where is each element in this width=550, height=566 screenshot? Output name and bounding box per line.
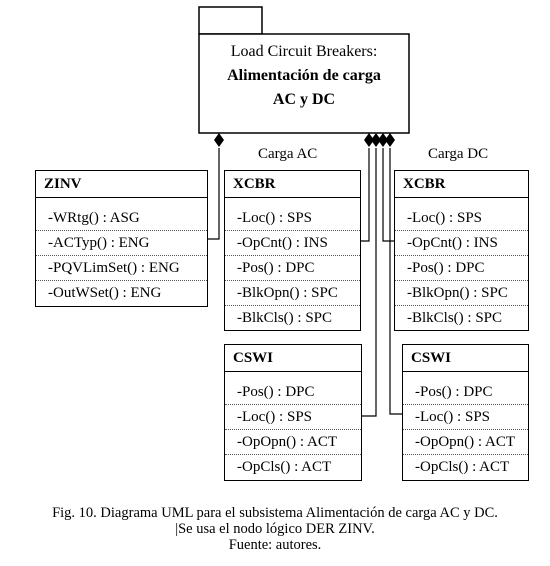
class-xcbr-dc-attr: -BlkCls() : SPC [407, 310, 503, 326]
class-cswi-ac-attr: -OpCls() : ACT [237, 459, 332, 475]
class-xcbr-dc-attr: -BlkOpn() : SPC [395, 281, 528, 306]
package-tab [198, 6, 263, 35]
class-xcbr-ac-attr: -BlkCls() : SPC [237, 310, 333, 326]
class-cswi-dc-attr: -OpCls() : ACT [415, 459, 510, 475]
cswi-ac-diamond [371, 133, 381, 147]
label-carga-ac: Carga AC [258, 146, 318, 162]
class-xcbr-ac-name: XCBR [225, 171, 360, 198]
class-xcbr-ac-attr: -Pos() : DPC [225, 256, 360, 281]
class-xcbr-dc: XCBR -Loc() : SPS -OpCnt() : INS -Pos() … [394, 170, 529, 331]
class-cswi-dc: CSWI -Pos() : DPC -Loc() : SPS -OpOpn() … [402, 344, 529, 481]
figure-caption: Fig. 10. Diagrama UML para el subsistema… [0, 505, 550, 553]
class-cswi-dc-attr: -Pos() : DPC [403, 380, 528, 405]
package-title-line2: Alimentación de carga [227, 67, 381, 84]
package-title-line3: AC y DC [272, 91, 336, 108]
package-title: Load Circuit Breakers: Alimentación de c… [199, 40, 409, 112]
xcbr-dc-diamond [378, 133, 388, 147]
class-xcbr-ac: XCBR -Loc() : SPS -OpCnt() : INS -Pos() … [224, 170, 361, 331]
class-xcbr-ac-attr: -OpCnt() : INS [225, 231, 360, 256]
class-cswi-ac: CSWI -Pos() : DPC -Loc() : SPS -OpOpn() … [224, 344, 362, 481]
class-zinv-attr: -PQVLimSet() : ENG [36, 256, 207, 281]
class-zinv-attr: -WRtg() : ASG [36, 206, 207, 231]
class-xcbr-ac-attr: -BlkOpn() : SPC [225, 281, 360, 306]
class-zinv-attr: -ACTyp() : ENG [36, 231, 207, 256]
class-zinv-attr: -OutWSet() : ENG [48, 285, 162, 301]
class-cswi-dc-attr: -OpOpn() : ACT [403, 430, 528, 455]
cswi-dc-diamond [385, 133, 395, 147]
caption-line1: Fig. 10. Diagrama UML para el subsistema… [52, 505, 498, 521]
class-cswi-ac-name: CSWI [225, 345, 361, 372]
class-zinv-name: ZINV [36, 171, 207, 198]
caption-line2: |Se usa el nodo lógico DER ZINV. [175, 521, 375, 537]
label-carga-dc: Carga DC [428, 146, 489, 162]
zinv-diamond [214, 133, 224, 147]
xcbr-ac-diamond [364, 133, 374, 147]
zinv-connector [208, 148, 220, 240]
xcbr-dc-connector [382, 148, 394, 242]
class-xcbr-ac-attr: -Loc() : SPS [225, 206, 360, 231]
caption-line3: Fuente: autores. [228, 537, 322, 553]
xcbr-ac-connector [361, 148, 370, 242]
class-zinv: ZINV -WRtg() : ASG -ACTyp() : ENG -PQVLi… [35, 170, 208, 307]
class-xcbr-dc-name: XCBR [395, 171, 528, 198]
class-cswi-ac-attr: -Pos() : DPC [225, 380, 361, 405]
package-body [198, 33, 410, 134]
class-cswi-ac-attr: -OpOpn() : ACT [225, 430, 361, 455]
class-xcbr-dc-attr: -OpCnt() : INS [395, 231, 528, 256]
package-title-line1: Load Circuit Breakers: [230, 43, 378, 60]
class-cswi-ac-attr: -Loc() : SPS [225, 405, 361, 430]
cswi-dc-connector [389, 148, 402, 415]
class-xcbr-dc-attr: -Loc() : SPS [395, 206, 528, 231]
cswi-ac-connector [362, 148, 377, 417]
class-cswi-dc-attr: -Loc() : SPS [403, 405, 528, 430]
class-cswi-dc-name: CSWI [403, 345, 528, 372]
class-xcbr-dc-attr: -Pos() : DPC [395, 256, 528, 281]
